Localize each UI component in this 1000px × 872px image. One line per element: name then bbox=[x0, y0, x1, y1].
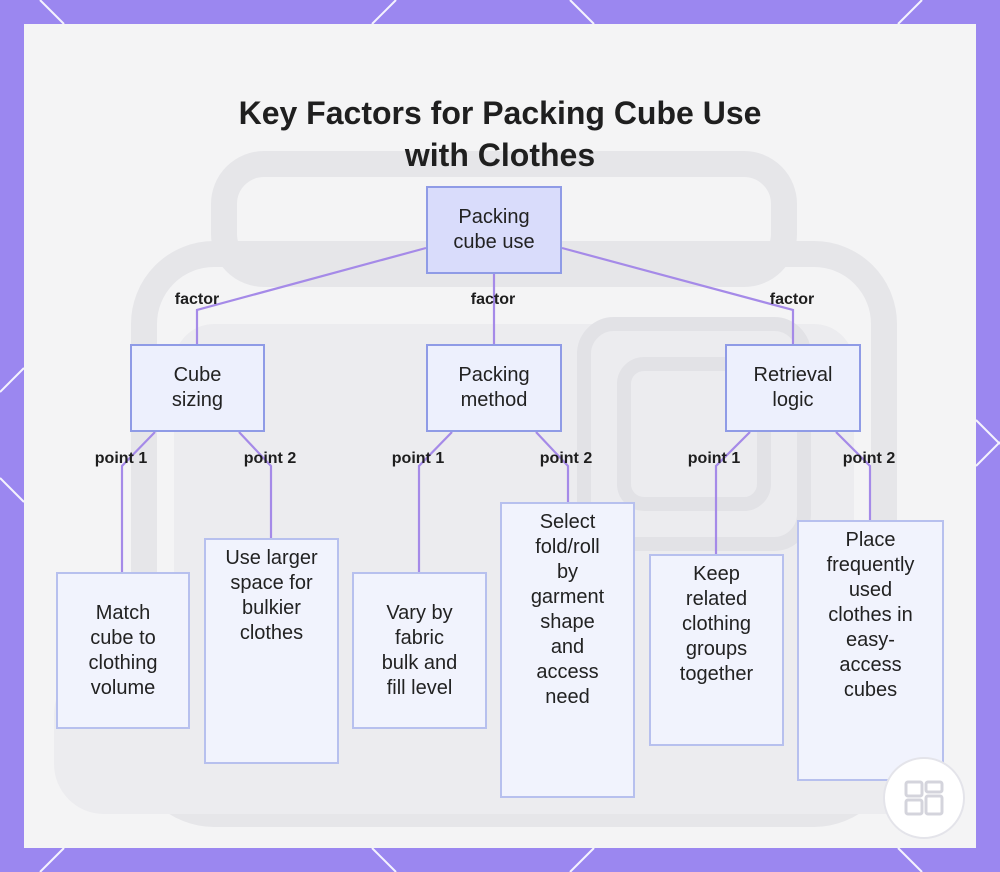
point-node-f2-2: Select fold/roll by garment shape and ac… bbox=[500, 502, 635, 798]
factor-node-2: Packing method bbox=[426, 344, 562, 432]
root-node: Packing cube use bbox=[426, 186, 562, 274]
diagram-card: Key Factors for Packing Cube Use with Cl… bbox=[24, 24, 976, 848]
connector-factor3-point2 bbox=[836, 432, 870, 520]
connector-factor1-point2 bbox=[239, 432, 271, 538]
point-node-f2-1: Vary by fabric bulk and fill level bbox=[352, 572, 487, 729]
point-node-f1-1-label: Match cube to clothing volume bbox=[73, 601, 173, 701]
edge-label-f2-point-1: point 1 bbox=[392, 450, 444, 468]
point-node-f1-1: Match cube to clothing volume bbox=[56, 572, 190, 729]
edge-label-factor-2: factor bbox=[471, 291, 515, 309]
point-node-f1-2-label: Use larger space for bulkier clothes bbox=[222, 546, 322, 646]
factor-node-2-label: Packing method bbox=[449, 363, 539, 413]
point-node-f1-2: Use larger space for bulkier clothes bbox=[204, 538, 339, 764]
factor-node-1: Cube sizing bbox=[130, 344, 265, 432]
edge-label-f2-point-2: point 2 bbox=[540, 450, 592, 468]
packing-logo-icon bbox=[882, 756, 966, 840]
point-node-f3-2: Place frequently used clothes in easy-ac… bbox=[797, 520, 944, 781]
edge-label-f3-point-2: point 2 bbox=[843, 450, 895, 468]
edge-label-f1-point-2: point 2 bbox=[244, 450, 296, 468]
edge-label-factor-1: factor bbox=[175, 291, 219, 309]
point-node-f3-1-label: Keep related clothing groups together bbox=[675, 562, 759, 687]
edge-label-factor-3: factor bbox=[770, 291, 814, 309]
root-node-label: Packing cube use bbox=[434, 205, 554, 255]
point-node-f3-1: Keep related clothing groups together bbox=[649, 554, 784, 746]
connector-root-factor-3 bbox=[562, 248, 793, 344]
connector-root-factor-1 bbox=[197, 248, 426, 344]
point-node-f2-2-label: Select fold/roll by garment shape and ac… bbox=[526, 510, 610, 710]
point-node-f2-1-label: Vary by fabric bulk and fill level bbox=[375, 601, 465, 701]
factor-node-3-label: Retrieval logic bbox=[748, 363, 838, 413]
edge-label-f1-point-1: point 1 bbox=[95, 450, 147, 468]
edge-label-f3-point-1: point 1 bbox=[688, 450, 740, 468]
point-node-f3-2-label: Place frequently used clothes in easy-ac… bbox=[821, 528, 921, 703]
factor-node-1-label: Cube sizing bbox=[158, 363, 238, 413]
factor-node-3: Retrieval logic bbox=[725, 344, 861, 432]
